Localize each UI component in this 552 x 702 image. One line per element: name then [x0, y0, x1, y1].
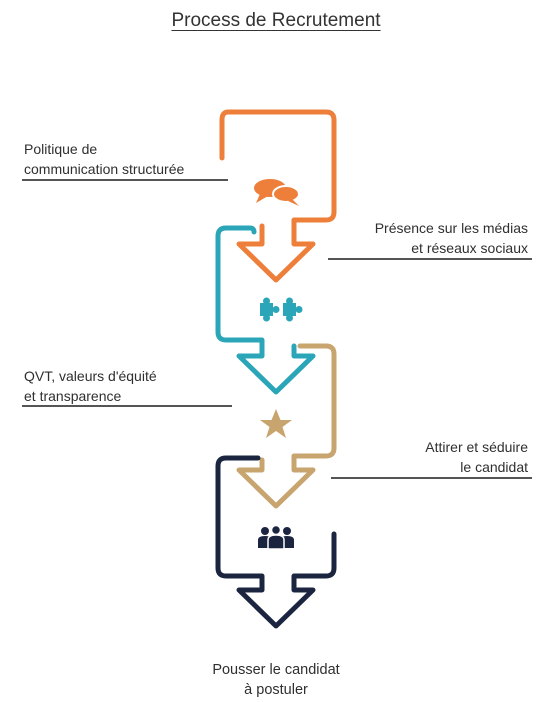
step-rule-3	[22, 405, 232, 407]
step-label-3: QVT, valeurs d'équité et transparence	[24, 366, 157, 406]
flow-segment-orange	[219, 109, 231, 161]
step-label-4: Attirer et séduire le candidat	[308, 437, 528, 477]
step-label-2-line1: Présence sur les médias	[374, 220, 528, 236]
step-label-4-line1: Attirer et séduire	[425, 439, 528, 455]
star-icon	[260, 409, 292, 438]
step-label-1: Politique de communication structurée	[24, 139, 184, 179]
team-icon	[258, 524, 294, 550]
step-label-4-line2: le candidat	[460, 459, 528, 475]
flow-segment-gold	[236, 343, 337, 509]
step-rule-4	[331, 477, 532, 479]
step-rule-1	[22, 179, 228, 181]
step-label-2: Présence sur les médias et réseaux socia…	[308, 218, 528, 258]
final-outcome-line1: Pousser le candidat	[212, 662, 340, 678]
diagram-title: Process de Recrutement	[171, 10, 381, 31]
flow-segment-teal	[215, 225, 316, 395]
speech-bubbles-icon	[254, 179, 300, 206]
puzzle-icon	[260, 297, 303, 322]
step-label-1-line2: communication structurée	[24, 161, 185, 177]
step-rule-2	[328, 258, 532, 260]
flow-segment-navy	[215, 455, 337, 629]
step-label-1-line1: Politique de	[24, 141, 98, 157]
final-outcome: Pousser le candidat à postuler	[0, 660, 552, 700]
step-label-2-line2: et réseaux sociaux	[411, 240, 528, 256]
step-label-3-line1: QVT, valeurs d'équité	[24, 368, 157, 384]
step-label-3-line2: et transparence	[24, 388, 122, 404]
final-outcome-line2: à postuler	[244, 682, 308, 698]
